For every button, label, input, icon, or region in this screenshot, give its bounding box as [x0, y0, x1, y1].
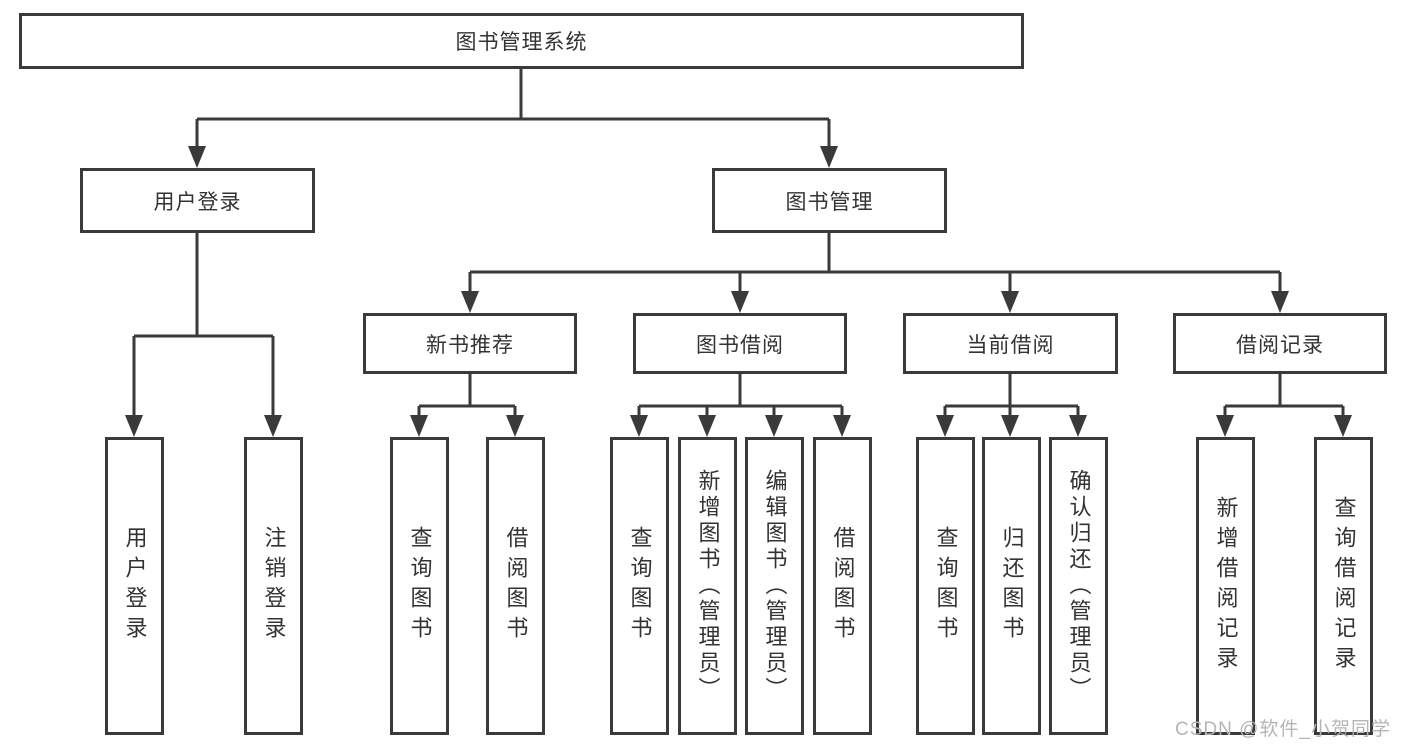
leaf-borrowing-add-books-label: 新增图书（管理员） — [695, 469, 721, 703]
arrow-icon — [1271, 291, 1289, 313]
leaf-borrowing-borrow-books-label: 借阅图书 — [830, 526, 856, 646]
node-new-book-recommend: 新书推荐 — [363, 313, 577, 374]
arrow-icon — [698, 415, 716, 437]
node-book-management-label: 图书管理 — [785, 190, 874, 214]
connector-borrowing-to-leaves — [637, 374, 844, 421]
node-borrowing-records: 借阅记录 — [1173, 313, 1387, 374]
node-book-management: 图书管理 — [712, 168, 947, 233]
leaf-borrowing-edit-books-label: 编辑图书（管理员） — [762, 469, 788, 703]
leaf-borrowing-borrow-books: 借阅图书 — [813, 437, 872, 735]
leaf-recommend-borrow-books: 借阅图书 — [486, 437, 545, 735]
leaf-current-return-books: 归还图书 — [982, 437, 1041, 735]
leaf-current-query-books: 查询图书 — [916, 437, 975, 735]
leaf-records-query-record-label: 查询借阅记录 — [1331, 496, 1357, 676]
watermark: CSDN @软件_小贺同学 — [1175, 719, 1391, 740]
leaf-borrowing-query-books-label: 查询图书 — [627, 526, 653, 646]
arrow-icon — [1334, 415, 1352, 437]
arrow-icon — [1216, 415, 1234, 437]
leaf-current-confirm-return: 确认归还（管理员） — [1049, 437, 1108, 735]
node-book-borrowing-label: 图书借阅 — [696, 333, 784, 357]
leaf-borrowing-edit-books: 编辑图书（管理员） — [745, 437, 804, 735]
leaf-records-add-record-label: 新增借阅记录 — [1213, 496, 1239, 676]
node-user-login: 用户登录 — [80, 168, 315, 233]
leaf-user-login-label: 用户登录 — [122, 526, 148, 646]
leaf-recommend-query-books: 查询图书 — [390, 437, 449, 735]
arrow-icon — [188, 146, 206, 168]
arrow-icon — [461, 291, 479, 313]
arrow-icon — [1069, 415, 1087, 437]
leaf-borrowing-query-books: 查询图书 — [610, 437, 669, 735]
leaf-records-query-record: 查询借阅记录 — [1314, 437, 1373, 735]
arrow-icon — [506, 415, 524, 437]
leaf-current-return-books-label: 归还图书 — [999, 526, 1025, 646]
arrow-icon — [936, 415, 954, 437]
arrow-icon — [410, 415, 428, 437]
leaf-current-query-books-label: 查询图书 — [933, 526, 959, 646]
leaf-logout: 注销登录 — [244, 437, 303, 735]
connector-records-to-leaves — [1223, 374, 1345, 421]
connector-root-to-level2 — [195, 69, 831, 152]
node-current-borrowing-label: 当前借阅 — [966, 333, 1055, 357]
connector-recommend-to-leaves — [417, 374, 517, 421]
arrow-icon — [820, 146, 838, 168]
arrow-icon — [833, 415, 851, 437]
leaf-current-confirm-return-label: 确认归还（管理员） — [1066, 469, 1092, 703]
leaf-recommend-query-books-label: 查询图书 — [407, 526, 433, 646]
leaf-records-add-record: 新增借阅记录 — [1196, 437, 1255, 735]
leaf-user-login: 用户登录 — [105, 437, 164, 735]
node-current-borrowing: 当前借阅 — [903, 313, 1118, 374]
arrow-icon — [1001, 415, 1019, 437]
arrow-icon — [765, 415, 783, 437]
node-root-label: 图书管理系统 — [455, 31, 588, 54]
node-user-login-label: 用户登录 — [153, 190, 242, 214]
arrow-icon — [1001, 291, 1019, 313]
leaf-logout-label: 注销登录 — [261, 526, 287, 646]
connector-userlogin-to-leaves — [132, 233, 275, 421]
arrow-icon — [125, 415, 143, 437]
node-borrowing-records-label: 借阅记录 — [1236, 333, 1324, 357]
leaf-recommend-borrow-books-label: 借阅图书 — [503, 526, 529, 646]
leaf-borrowing-add-books: 新增图书（管理员） — [678, 437, 737, 735]
connector-bookmgmt-to-level3 — [468, 233, 1282, 297]
arrow-icon — [731, 291, 749, 313]
connector-current-to-leaves — [943, 374, 1080, 421]
arrow-icon — [264, 415, 282, 437]
arrow-icon — [630, 415, 648, 437]
node-new-book-recommend-label: 新书推荐 — [426, 333, 514, 357]
node-book-borrowing: 图书借阅 — [633, 313, 847, 374]
node-root: 图书管理系统 — [19, 13, 1024, 69]
